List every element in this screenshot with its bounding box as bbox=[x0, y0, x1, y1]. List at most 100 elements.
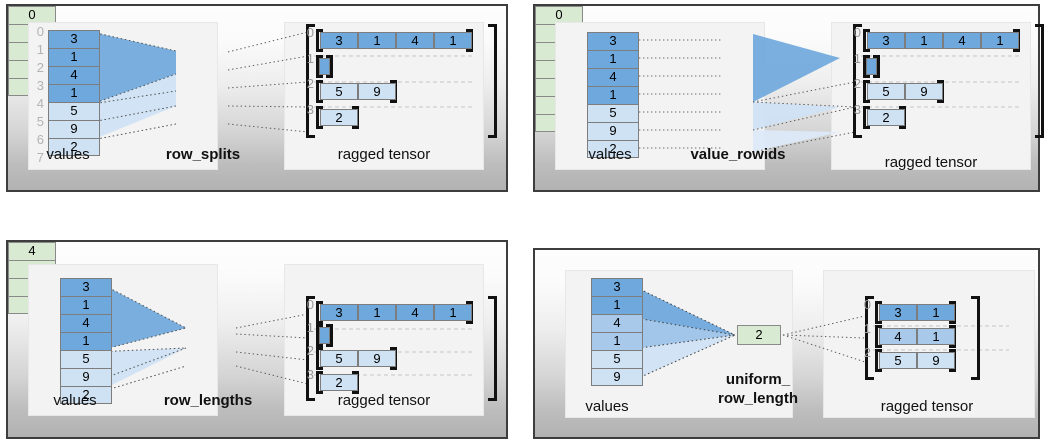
value-cell: 1 bbox=[48, 84, 100, 102]
tensor-empty-row-cell bbox=[319, 57, 330, 75]
tensor-row-bracket bbox=[863, 105, 870, 129]
tensor-row-bracket bbox=[326, 54, 333, 78]
tensor-row-index: 0 bbox=[863, 297, 871, 312]
tensor-empty-row-cell bbox=[319, 327, 330, 345]
value-cell: 4 bbox=[48, 66, 100, 84]
ragged-tensor-caption: ragged tensor bbox=[337, 392, 431, 409]
values-caption: values bbox=[53, 392, 97, 409]
tensor-row-bracket bbox=[316, 29, 323, 52]
tensor-cell: 1 bbox=[358, 304, 396, 321]
ragged-tensor-caption: ragged tensor bbox=[880, 398, 974, 415]
tensor-row-index: 3 bbox=[306, 366, 314, 382]
values-caption: values bbox=[46, 146, 90, 163]
value-cell: 4 bbox=[60, 314, 112, 332]
tensor-row-index: 0 bbox=[853, 25, 861, 40]
value-cell: 9 bbox=[48, 120, 100, 138]
tensor-cell: 2 bbox=[320, 373, 358, 391]
value-cell: 2 bbox=[60, 386, 112, 404]
tensor-cell: 2 bbox=[320, 108, 358, 126]
tensor-cell: 3 bbox=[320, 304, 358, 321]
encoding-cell: 0 bbox=[8, 6, 56, 24]
value-index-label: 0 bbox=[36, 24, 44, 39]
value-cell: 1 bbox=[60, 296, 112, 314]
value-cell: 1 bbox=[48, 48, 100, 66]
tensor-cell: 5 bbox=[867, 83, 905, 100]
tensor-cell: 5 bbox=[320, 83, 358, 100]
values-caption: values bbox=[588, 146, 632, 163]
tensor-row-bracket bbox=[326, 324, 333, 348]
tensor-outer-bracket bbox=[971, 296, 980, 380]
tensor-cell: 1 bbox=[905, 32, 943, 49]
value-cell: 5 bbox=[587, 104, 639, 122]
values-caption: values bbox=[585, 398, 629, 415]
tensor-cell: 9 bbox=[905, 83, 943, 100]
value-cell: 4 bbox=[587, 68, 639, 86]
encoding-cell: 0 bbox=[535, 6, 583, 24]
value-cell: 9 bbox=[591, 368, 643, 386]
tensor-cell: 5 bbox=[320, 350, 358, 368]
tensor-cell: 2 bbox=[867, 108, 905, 126]
tensor-cell: 4 bbox=[943, 32, 981, 49]
tensor-row-index: 2 bbox=[306, 343, 314, 359]
tensor-cell: 1 bbox=[358, 32, 396, 49]
tensor-row-index: 1 bbox=[863, 321, 871, 336]
tensor-row-bracket bbox=[316, 80, 323, 103]
encoding-caption-value-rowids: value_rowids bbox=[690, 146, 786, 163]
tensor-outer-bracket bbox=[488, 24, 497, 138]
tensor-cell: 4 bbox=[396, 304, 434, 321]
tensor-cell: 9 bbox=[917, 352, 955, 369]
tensor-cell: 1 bbox=[981, 32, 1019, 49]
value-cell: 1 bbox=[587, 86, 639, 104]
value-cell: 1 bbox=[591, 296, 643, 314]
tensor-row-index: 1 bbox=[306, 320, 314, 336]
value-cell: 3 bbox=[591, 278, 643, 296]
tensor-row-bracket bbox=[863, 54, 870, 78]
tensor-cell: 3 bbox=[320, 32, 358, 49]
tensor-row-bracket bbox=[875, 301, 882, 324]
tensor-outer-bracket bbox=[306, 296, 315, 401]
tensor-cell: 1 bbox=[917, 328, 955, 345]
value-index-label: 4 bbox=[36, 96, 44, 111]
value-cell: 5 bbox=[48, 102, 100, 120]
tensor-row-bracket bbox=[316, 301, 323, 324]
tensor-row-index: 1 bbox=[306, 50, 314, 66]
tensor-cell: 3 bbox=[867, 32, 905, 49]
tensor-row-bracket bbox=[316, 370, 323, 394]
tensor-row-index: 3 bbox=[853, 101, 861, 117]
tensor-cell: 4 bbox=[396, 32, 434, 49]
tensor-outer-bracket bbox=[853, 24, 862, 138]
tensor-row-bracket bbox=[875, 349, 882, 372]
value-index-label: 2 bbox=[36, 60, 44, 75]
tensor-outer-bracket bbox=[306, 24, 315, 138]
value-cell: 5 bbox=[60, 350, 112, 368]
tensor-cell: 1 bbox=[434, 304, 472, 321]
tensor-outer-bracket bbox=[1035, 24, 1044, 138]
ragged-tensor-caption: ragged tensor bbox=[337, 146, 431, 163]
value-index-label: 5 bbox=[36, 114, 44, 129]
encoding-cell: 4 bbox=[8, 242, 56, 260]
tensor-cell: 5 bbox=[879, 352, 917, 369]
tensor-outer-bracket bbox=[488, 296, 497, 401]
tensor-row-bracket bbox=[863, 80, 870, 103]
value-cell: 3 bbox=[587, 32, 639, 50]
tensor-cell: 1 bbox=[434, 32, 472, 49]
tensor-row-index: 2 bbox=[306, 76, 314, 91]
encoding-caption-uniform: uniform_ row_length bbox=[717, 371, 798, 407]
tensor-row-bracket bbox=[316, 324, 323, 348]
tensor-row-bracket bbox=[316, 347, 323, 371]
value-cell: 5 bbox=[591, 350, 643, 368]
tensor-row-bracket bbox=[863, 29, 870, 52]
value-cell: 1 bbox=[587, 50, 639, 68]
value-cell: 2 bbox=[587, 140, 639, 158]
value-cell: 9 bbox=[60, 368, 112, 386]
